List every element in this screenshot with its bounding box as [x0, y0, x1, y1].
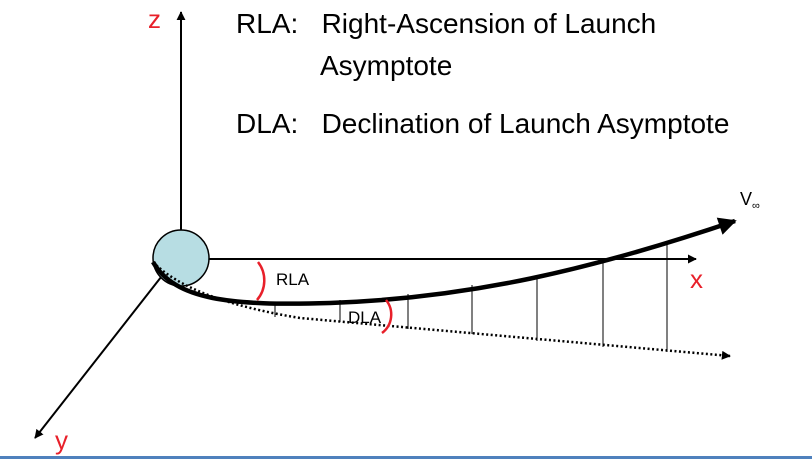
v-infinity-subscript: ∞	[752, 200, 760, 212]
rla-definition-line1: RLA: Right-Ascension of Launch	[236, 8, 656, 39]
z-axis-label: z	[148, 4, 161, 34]
y-axis-label: y	[55, 425, 68, 455]
dla-angle-arc	[381, 299, 393, 335]
launch-trajectory	[151, 217, 737, 306]
v-infinity-label: V∞	[740, 189, 760, 212]
projected-trajectory-dotted	[152, 261, 731, 360]
rla-angle-label: RLA	[276, 270, 310, 289]
rla-definition-line2: Asymptote	[320, 50, 452, 81]
bottom-rule	[0, 456, 812, 459]
x-axis-label: x	[690, 264, 703, 294]
planet-circle	[152, 229, 210, 287]
y-axis	[34, 271, 166, 439]
dla-angle-label: DLA	[348, 308, 382, 327]
rla-angle-arc	[256, 261, 266, 301]
v-infinity-base: V	[740, 189, 752, 209]
dla-definition: DLA: Declination of Launch Asymptote	[236, 108, 729, 139]
